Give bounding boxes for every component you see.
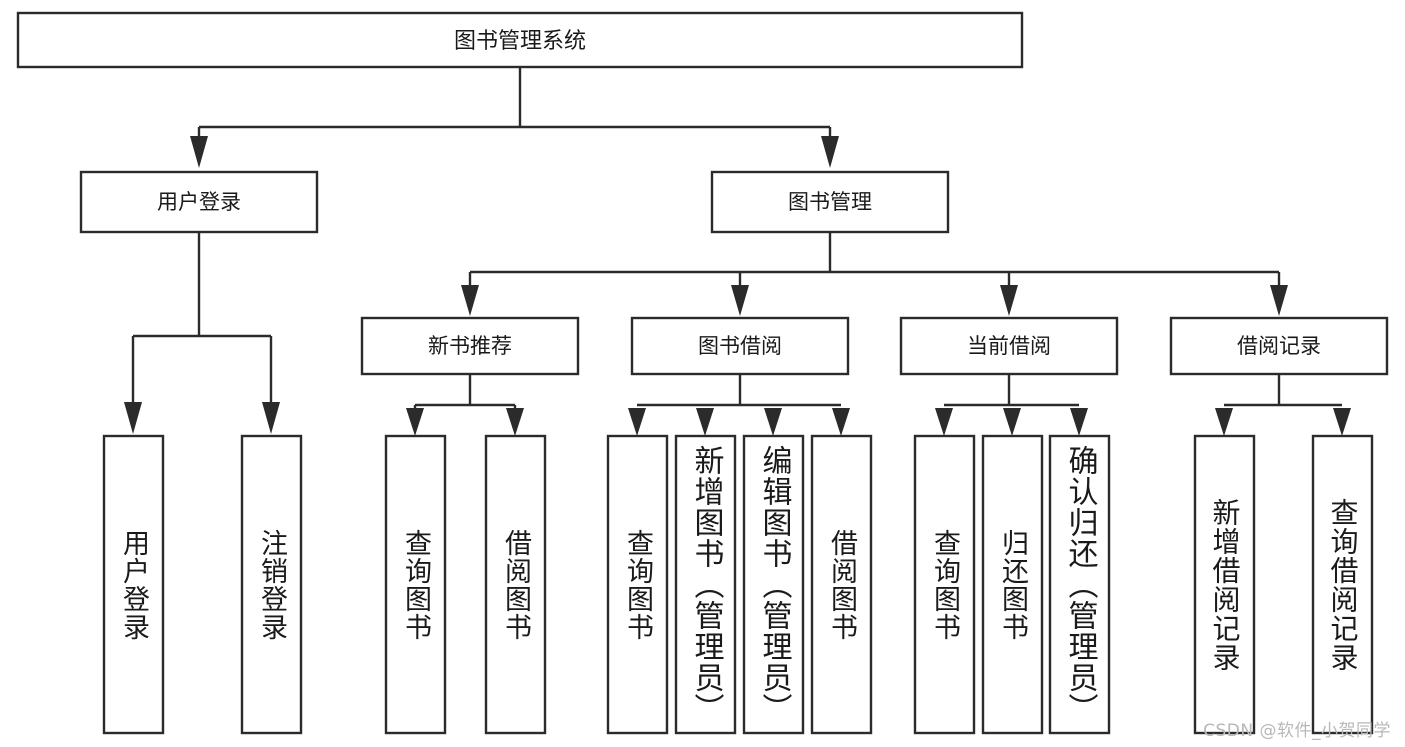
leaf-box-bb-edit-book[interactable] [742, 434, 805, 735]
node-book-borrow-label: 图书借阅 [698, 334, 782, 358]
arrowhead-nbr-leaf-1 [406, 408, 424, 436]
node-book-borrow[interactable]: 图书借阅 [630, 316, 850, 376]
leaf-box-bb-query-book[interactable] [606, 434, 669, 735]
node-current-borrow-box [899, 316, 1119, 376]
arrowhead-leaf-logout [262, 402, 280, 434]
arrowhead-borrow-record [1270, 285, 1288, 316]
leaf-box-br-query-record[interactable] [1311, 434, 1374, 735]
connector-user-login-to-leaves [124, 232, 280, 434]
connector-new-book-recommend-to-leaves [406, 374, 524, 436]
arrowhead-new-book-recommend [461, 285, 479, 316]
arrowhead-current-borrow [1000, 285, 1018, 316]
arrowhead-bb-leaf-4 [832, 408, 850, 436]
node-root-box [16, 11, 1024, 69]
leaf-box-br-add-record[interactable] [1193, 434, 1256, 735]
arrowhead-book-borrow [731, 285, 749, 316]
arrowhead-user-login [190, 136, 208, 168]
arrowhead-cb-leaf-1 [935, 408, 953, 436]
node-book-manage-label: 图书管理 [788, 190, 872, 214]
node-root-label: 图书管理系统 [454, 29, 586, 54]
leaf-box-cb-query-book[interactable] [913, 434, 976, 735]
connector-borrow-record-to-leaves [1215, 374, 1351, 436]
leaf-box-cb-confirm-return[interactable] [1048, 434, 1111, 735]
connector-root-to-level2 [190, 67, 839, 168]
leaf-box-user-login[interactable] [102, 434, 165, 735]
node-borrow-record-box [1169, 316, 1389, 376]
arrowhead-leaf-user-login [124, 402, 142, 434]
node-new-book-recommend[interactable]: 新书推荐 [360, 316, 580, 376]
leaf-box-nbr-query-book[interactable] [384, 434, 447, 735]
connector-book-borrow-to-leaves [628, 374, 850, 436]
connector-current-borrow-to-leaves [935, 374, 1088, 436]
node-current-borrow[interactable]: 当前借阅 [899, 316, 1119, 376]
node-book-manage-box [710, 170, 950, 234]
arrowhead-br-leaf-2 [1333, 408, 1351, 436]
leaf-box-bb-borrow-book[interactable] [810, 434, 873, 735]
leaf-box-bb-add-book[interactable] [674, 434, 737, 735]
arrowhead-nbr-leaf-2 [506, 408, 524, 436]
arrowhead-cb-leaf-2 [1003, 408, 1021, 436]
node-borrow-record[interactable]: 借阅记录 [1169, 316, 1389, 376]
arrowhead-bb-leaf-1 [628, 408, 646, 436]
node-book-manage[interactable]: 图书管理 [710, 170, 950, 234]
arrowhead-book-manage [821, 136, 839, 168]
leaf-box-nbr-borrow-book[interactable] [484, 434, 547, 735]
arrowhead-bb-leaf-2 [696, 408, 714, 436]
node-user-login[interactable]: 用户登录 [79, 170, 319, 234]
node-new-book-recommend-label: 新书推荐 [428, 334, 512, 358]
node-book-borrow-box [630, 316, 850, 376]
leaf-box-logout[interactable] [240, 434, 303, 735]
arrowhead-br-leaf-1 [1215, 408, 1233, 436]
node-current-borrow-label: 当前借阅 [967, 334, 1051, 358]
node-new-book-recommend-box [360, 316, 580, 376]
node-user-login-label: 用户登录 [157, 190, 241, 214]
leaf-box-cb-return-book[interactable] [981, 434, 1044, 735]
node-root[interactable]: 图书管理系统 [16, 11, 1024, 69]
connector-book-manage-to-level3 [461, 232, 1288, 316]
watermark-text: CSDN @软件_小贺同学 [1203, 721, 1391, 741]
node-borrow-record-label: 借阅记录 [1237, 334, 1321, 358]
arrowhead-cb-leaf-3 [1070, 408, 1088, 436]
arrowhead-bb-leaf-3 [764, 408, 782, 436]
